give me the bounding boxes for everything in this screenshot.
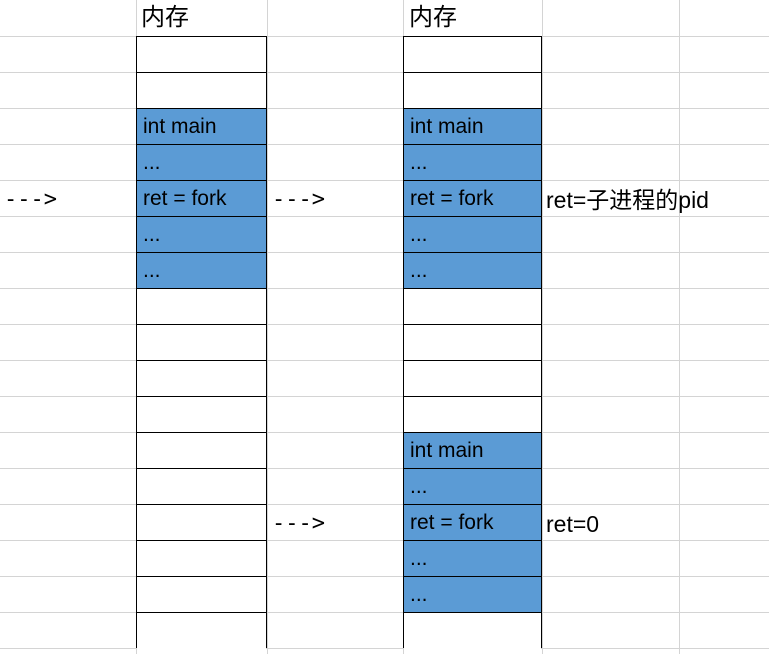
memory-cell[interactable]: ... bbox=[404, 469, 541, 505]
memory-cell[interactable]: ret = fork bbox=[404, 181, 541, 217]
memory-cell[interactable] bbox=[137, 37, 266, 73]
grid-column-line bbox=[267, 0, 268, 654]
memory-cell[interactable]: ... bbox=[404, 253, 541, 289]
memory-cell[interactable] bbox=[404, 73, 541, 109]
memory-cell[interactable] bbox=[137, 325, 266, 361]
memory-cell[interactable] bbox=[404, 613, 541, 649]
memory-cell[interactable] bbox=[137, 469, 266, 505]
memory-cell[interactable] bbox=[137, 505, 266, 541]
memory-cell[interactable] bbox=[137, 433, 266, 469]
arrow-parent-to-child-icon: ---> bbox=[272, 187, 325, 212]
memory-cell[interactable] bbox=[404, 37, 541, 73]
memory-cell[interactable] bbox=[404, 361, 541, 397]
memory-cell[interactable]: int main bbox=[404, 109, 541, 145]
parent-memory: int main...ret = fork...... bbox=[136, 36, 267, 649]
arrow-child-entry-icon: ---> bbox=[272, 511, 325, 536]
grid-column-line bbox=[679, 0, 680, 654]
memory-cell[interactable] bbox=[404, 289, 541, 325]
grid-row-line bbox=[0, 432, 769, 433]
memory-cell[interactable] bbox=[137, 577, 266, 613]
grid-row-line bbox=[0, 252, 769, 253]
memory-cell[interactable] bbox=[404, 325, 541, 361]
memory-cell[interactable]: ... bbox=[404, 541, 541, 577]
memory-cell[interactable] bbox=[137, 397, 266, 433]
grid-row-line bbox=[0, 360, 769, 361]
grid-row-line bbox=[0, 72, 769, 73]
grid-row-line bbox=[0, 504, 769, 505]
memory-cell[interactable] bbox=[137, 613, 266, 649]
child-memory: int main...ret = fork......int main...re… bbox=[403, 36, 542, 649]
grid-row-line bbox=[0, 396, 769, 397]
grid-row-line bbox=[0, 648, 769, 649]
memory-cell[interactable]: int main bbox=[137, 109, 266, 145]
memory-cell[interactable] bbox=[137, 541, 266, 577]
memory-cell[interactable] bbox=[404, 397, 541, 433]
child-memory-header: 内存 bbox=[409, 4, 457, 31]
memory-cell[interactable]: ... bbox=[137, 253, 266, 289]
memory-cell[interactable] bbox=[137, 361, 266, 397]
arrow-parent-entry-icon: ---> bbox=[4, 187, 57, 212]
grid-row-line bbox=[0, 612, 769, 613]
grid-row-line bbox=[0, 468, 769, 469]
grid-row-line bbox=[0, 576, 769, 577]
memory-cell[interactable] bbox=[137, 73, 266, 109]
memory-cell[interactable]: ... bbox=[137, 145, 266, 181]
memory-cell[interactable]: ret = fork bbox=[404, 505, 541, 541]
grid-row-line bbox=[0, 324, 769, 325]
memory-cell[interactable]: ... bbox=[404, 577, 541, 613]
grid-row-line bbox=[0, 36, 769, 37]
grid-row-line bbox=[0, 216, 769, 217]
parent-memory-header: 内存 bbox=[141, 4, 189, 31]
grid-row-line bbox=[0, 108, 769, 109]
memory-cell[interactable]: ... bbox=[404, 145, 541, 181]
grid-row-line bbox=[0, 288, 769, 289]
grid-column-line bbox=[542, 0, 543, 654]
grid-row-line bbox=[0, 180, 769, 181]
memory-cell[interactable]: ... bbox=[404, 217, 541, 253]
memory-cell[interactable]: int main bbox=[404, 433, 541, 469]
note-child-return: ret=0 bbox=[546, 511, 600, 537]
memory-cell[interactable]: ret = fork bbox=[137, 181, 266, 217]
grid-row-line bbox=[0, 144, 769, 145]
grid-row-line bbox=[0, 540, 769, 541]
note-parent-return: ret=子进程的pid bbox=[546, 187, 709, 213]
memory-cell[interactable]: ... bbox=[137, 217, 266, 253]
memory-cell[interactable] bbox=[137, 289, 266, 325]
